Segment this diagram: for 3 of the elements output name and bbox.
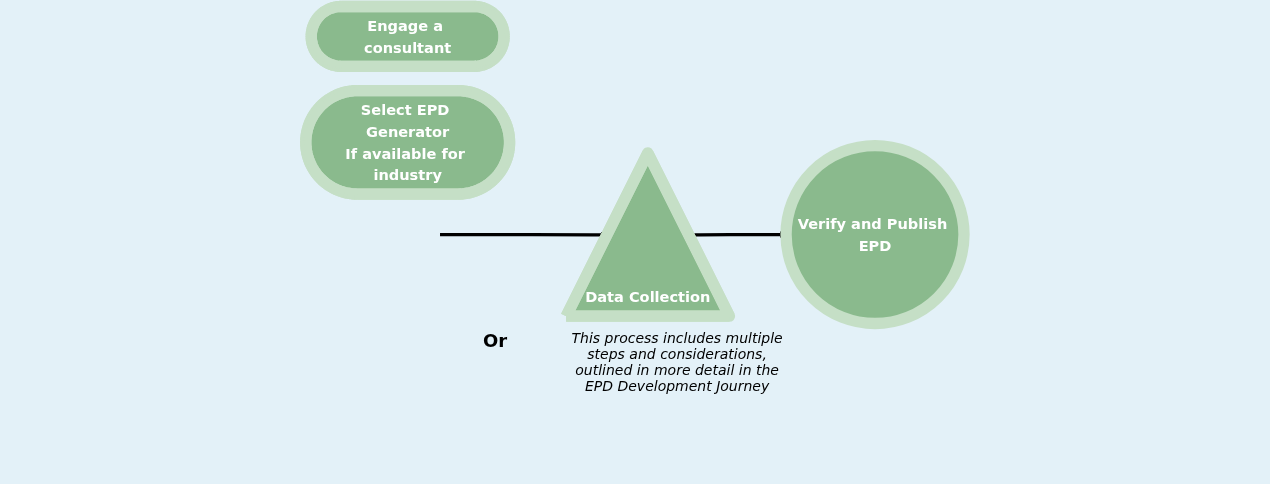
node-note: This process includes multiple steps and considerations, outlined in more detail in the EPD Development Journey [570,330,784,394]
node-circle: Verify and Publish EPD [780,139,970,330]
connector-word: Or [482,330,508,351]
